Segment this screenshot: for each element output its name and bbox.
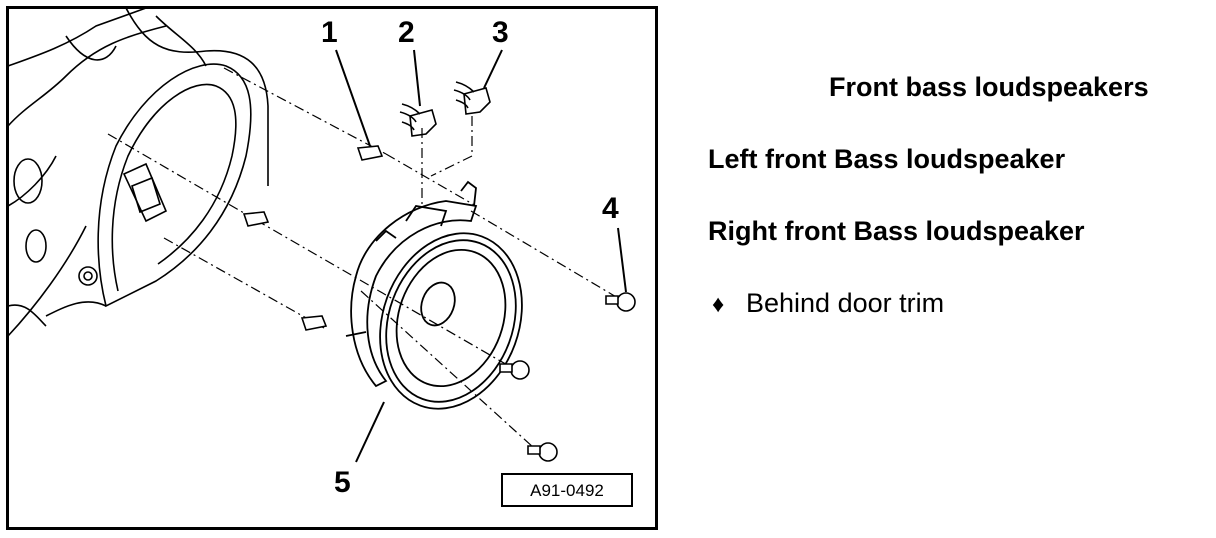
left-speaker-heading: Left front Bass loudspeaker [708,144,1066,174]
label-3: 3 [492,16,509,49]
connector-3 [453,81,491,115]
bullet-icon: ♦ [712,291,725,318]
label-1: 1 [321,16,338,49]
reference-box [501,473,633,507]
label-2: 2 [398,16,415,49]
clips-and-screws [242,145,636,462]
connector-2 [399,103,437,137]
location-note-text: Behind door trim [746,288,945,318]
guide-lines [107,67,619,449]
right-speaker-heading: Right front Bass loudspeaker [708,216,1085,246]
door-panel [7,7,269,337]
location-note: ♦ Behind door trim [712,288,944,319]
label-4: 4 [602,192,619,225]
section-title: Front bass loudspeakers [829,72,1149,102]
figure-frame [6,6,658,530]
leader-lines [335,49,627,463]
reference-code: A91-0492 [530,481,604,500]
loudspeaker [345,180,523,410]
exploded-view-diagram: 1 2 3 4 5 A91-0492 [6,6,658,530]
label-5: 5 [334,466,351,499]
